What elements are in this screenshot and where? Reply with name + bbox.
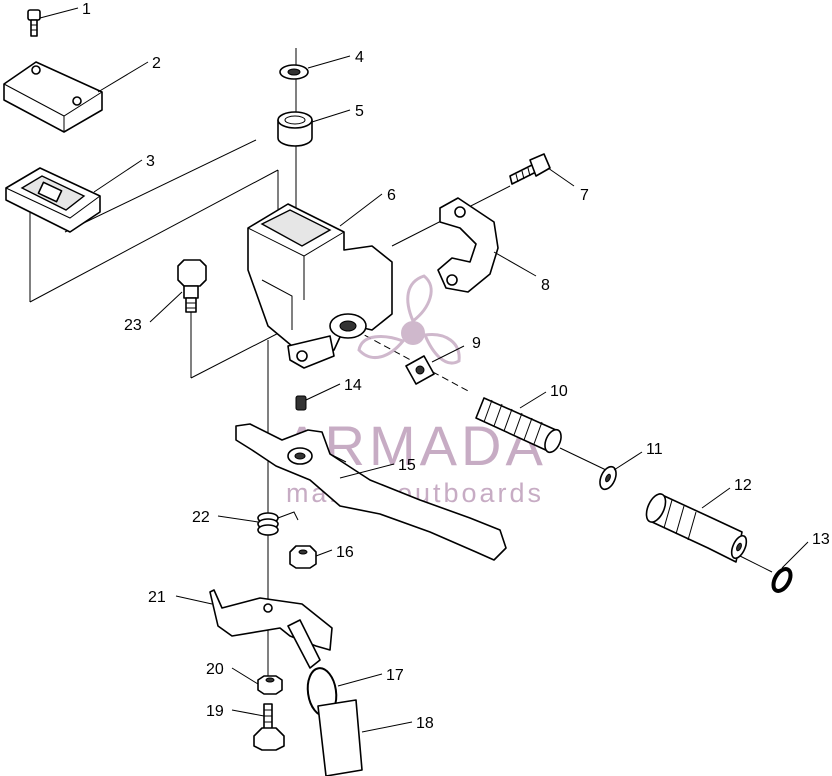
- part-screw-19: [253, 703, 285, 751]
- callout-8: 8: [541, 277, 550, 294]
- part-tag: [317, 699, 363, 776]
- callout-17: 17: [386, 667, 404, 684]
- part-reservoir-cover: [3, 61, 103, 133]
- callout-11: 11: [646, 441, 663, 458]
- part-snap-ring: [771, 567, 793, 593]
- part-spring: [257, 511, 299, 536]
- callout-2: 2: [152, 55, 161, 72]
- part-clamp-bolt: [509, 153, 551, 185]
- callout-22: 22: [192, 509, 210, 526]
- callout-6: 6: [387, 187, 396, 204]
- part-bracket: [209, 589, 333, 669]
- callout-12: 12: [734, 477, 752, 494]
- propeller-icon: [357, 274, 461, 365]
- callout-15: 15: [398, 457, 416, 474]
- callout-18: 18: [416, 715, 434, 732]
- callout-7: 7: [580, 187, 589, 204]
- part-nut-16: [289, 545, 317, 569]
- callout-4: 4: [355, 49, 364, 66]
- callout-23: 23: [124, 317, 142, 334]
- part-diaphragm: [5, 167, 101, 233]
- callout-19: 19: [206, 703, 224, 720]
- part-boot: [475, 397, 562, 454]
- assembly-lines: [29, 48, 773, 690]
- callout-10: 10: [550, 383, 568, 400]
- part-bushing: [277, 111, 313, 147]
- callout-9: 9: [472, 335, 481, 352]
- callout-14: 14: [344, 377, 362, 394]
- callout-3: 3: [146, 153, 155, 170]
- callout-leaders: [39, 7, 809, 733]
- callout-13: 13: [812, 531, 830, 548]
- part-nut-20: [257, 675, 283, 695]
- callout-5: 5: [355, 103, 364, 120]
- part-master-cylinder: [247, 203, 393, 369]
- callout-labels: 1 2 3 4 5 6 7 8 9 10 11 12 13 14 15 16 1…: [82, 1, 830, 732]
- part-screw-1: [27, 9, 41, 37]
- callout-21: 21: [148, 589, 166, 606]
- part-brake-lever: [235, 423, 507, 561]
- callout-1: 1: [82, 1, 91, 18]
- part-washer-9: [405, 355, 435, 385]
- part-piston: [645, 493, 748, 563]
- callout-16: 16: [336, 544, 354, 561]
- callout-20: 20: [206, 661, 224, 678]
- part-clamp: [437, 197, 499, 293]
- part-set-screw: [295, 395, 307, 411]
- part-washer-11: [599, 465, 617, 491]
- part-washer-4: [279, 64, 309, 80]
- part-pivot-bolt: [177, 259, 207, 313]
